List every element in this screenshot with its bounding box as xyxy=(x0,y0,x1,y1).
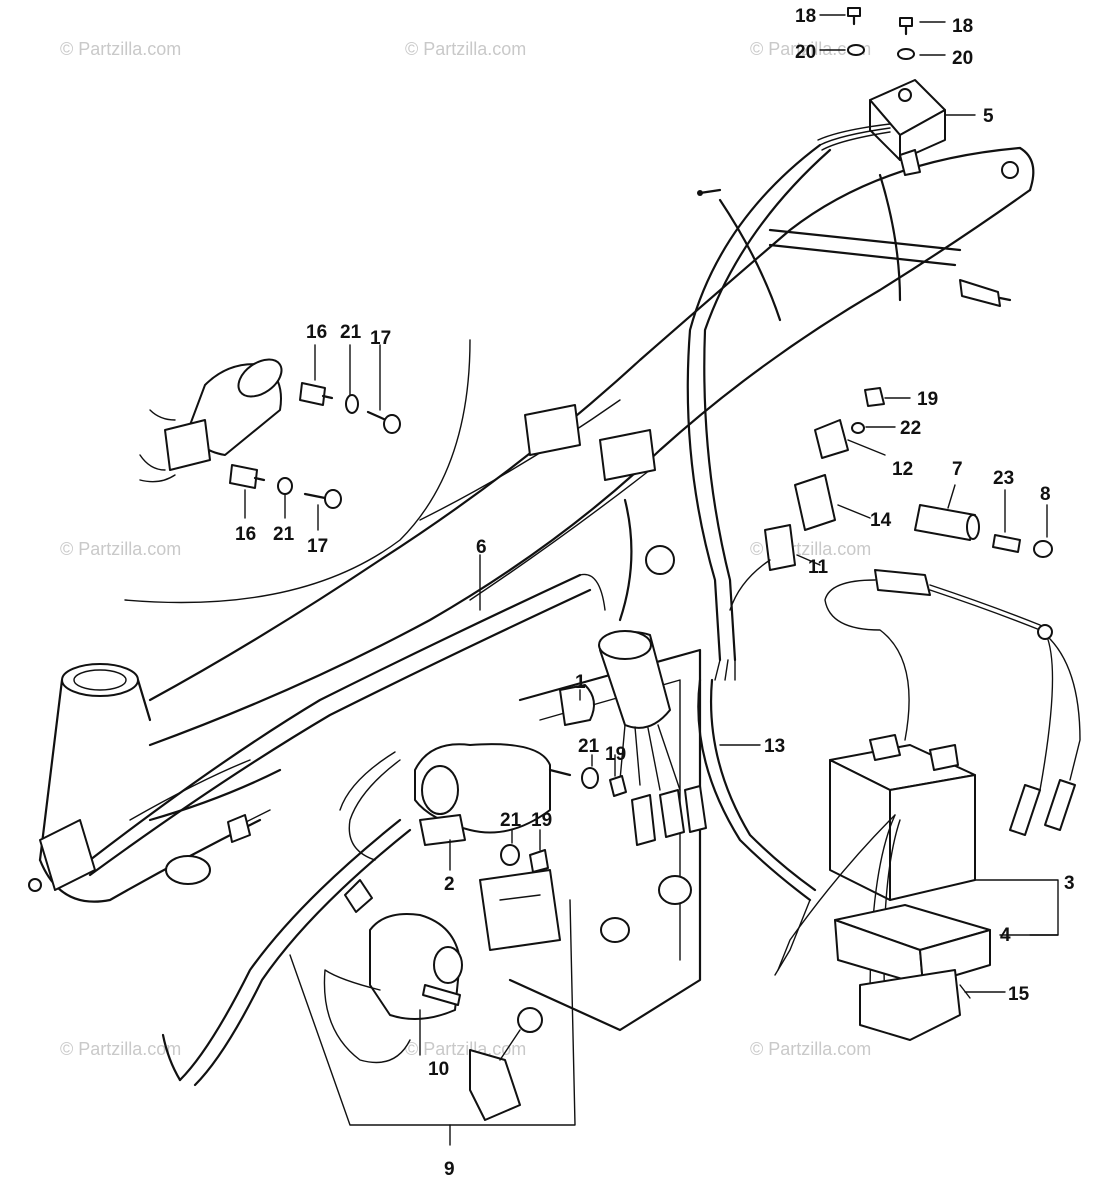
watermark: © Partzilla.com xyxy=(405,1039,526,1059)
callout-8: 8 xyxy=(1040,484,1051,505)
callout-13: 13 xyxy=(764,736,785,757)
callout-17: 17 xyxy=(370,328,391,349)
fuse-holder-leads xyxy=(824,569,1081,836)
callout-20: 20 xyxy=(952,48,973,69)
battery-assembly xyxy=(777,734,991,1041)
callout-21: 21 xyxy=(578,736,600,757)
watermark: © Partzilla.com xyxy=(60,39,181,59)
callout-21: 21 xyxy=(500,810,522,831)
fastener-set-lower xyxy=(229,464,342,509)
callout-22: 22 xyxy=(900,418,921,439)
callout-3: 3 xyxy=(1064,873,1075,894)
callout-16: 16 xyxy=(306,322,327,343)
callout-1: 1 xyxy=(575,672,586,693)
ignition-coil-inset xyxy=(139,358,283,483)
callout-14: 14 xyxy=(870,510,892,531)
ignition-switch xyxy=(323,879,543,1121)
callout-21: 21 xyxy=(273,524,295,545)
callout-23: 23 xyxy=(993,468,1014,489)
leader-lines xyxy=(244,14,1059,1146)
watermark: © Partzilla.com xyxy=(405,39,526,59)
voltage-regulator xyxy=(817,79,946,176)
watermark: © Partzilla.com xyxy=(60,539,181,559)
callout-19: 19 xyxy=(605,744,626,765)
wire-sub-harness xyxy=(686,143,832,976)
callout-20: 20 xyxy=(795,42,816,63)
callout-labels: 18 18 20 20 5 16 21 17 16 21 17 19 22 12… xyxy=(235,6,1075,1180)
right-small-parts xyxy=(729,387,1053,611)
watermark: © Partzilla.com xyxy=(750,1039,871,1059)
frame xyxy=(38,146,1035,1032)
callout-4: 4 xyxy=(1000,925,1011,946)
watermark: © Partzilla.com xyxy=(750,39,871,59)
callout-6: 6 xyxy=(476,537,487,558)
callout-19: 19 xyxy=(917,389,938,410)
callout-19: 19 xyxy=(531,810,552,831)
callout-2: 2 xyxy=(444,874,455,895)
fastener-set-upper xyxy=(299,382,401,434)
watermark-layer: © Partzilla.com © Partzilla.com © Partzi… xyxy=(60,39,871,1059)
watermark: © Partzilla.com xyxy=(60,1039,181,1059)
regulator-fasteners xyxy=(847,7,915,60)
callout-15: 15 xyxy=(1008,984,1030,1005)
callout-18: 18 xyxy=(795,6,816,27)
main-wire-harness xyxy=(28,573,606,892)
callout-16: 16 xyxy=(235,524,256,545)
callout-11: 11 xyxy=(808,557,829,578)
callout-18: 18 xyxy=(952,16,973,37)
callout-12: 12 xyxy=(892,459,913,480)
callout-7: 7 xyxy=(952,459,963,480)
inset-arc xyxy=(124,339,471,604)
callout-5: 5 xyxy=(983,106,994,127)
callout-10: 10 xyxy=(428,1059,449,1080)
callout-21: 21 xyxy=(340,322,362,343)
callout-9: 9 xyxy=(444,1159,455,1180)
callout-17: 17 xyxy=(307,536,328,557)
center-coils xyxy=(161,630,707,1087)
